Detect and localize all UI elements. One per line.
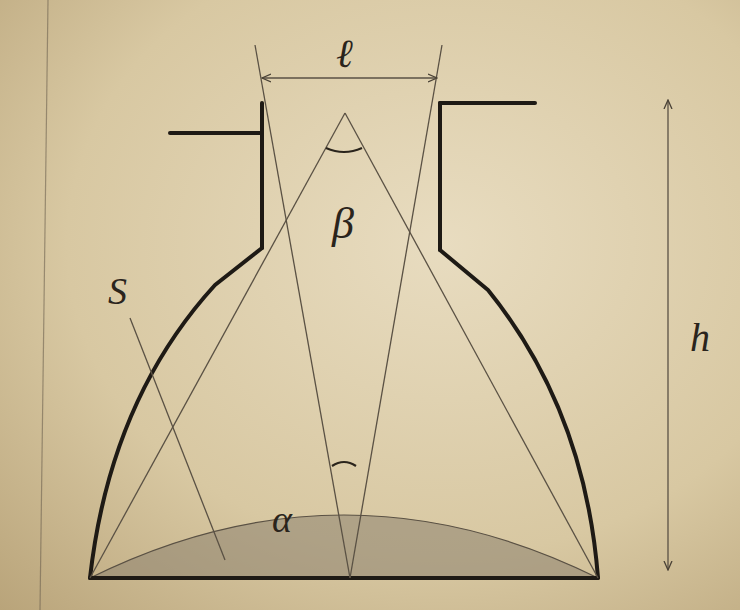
symbol-label: S [108,272,127,310]
symbol-label: h [690,318,710,358]
symbol-label: ℓ [336,34,353,74]
symbol-label: β [332,202,354,246]
symbol-label: α [272,500,292,538]
